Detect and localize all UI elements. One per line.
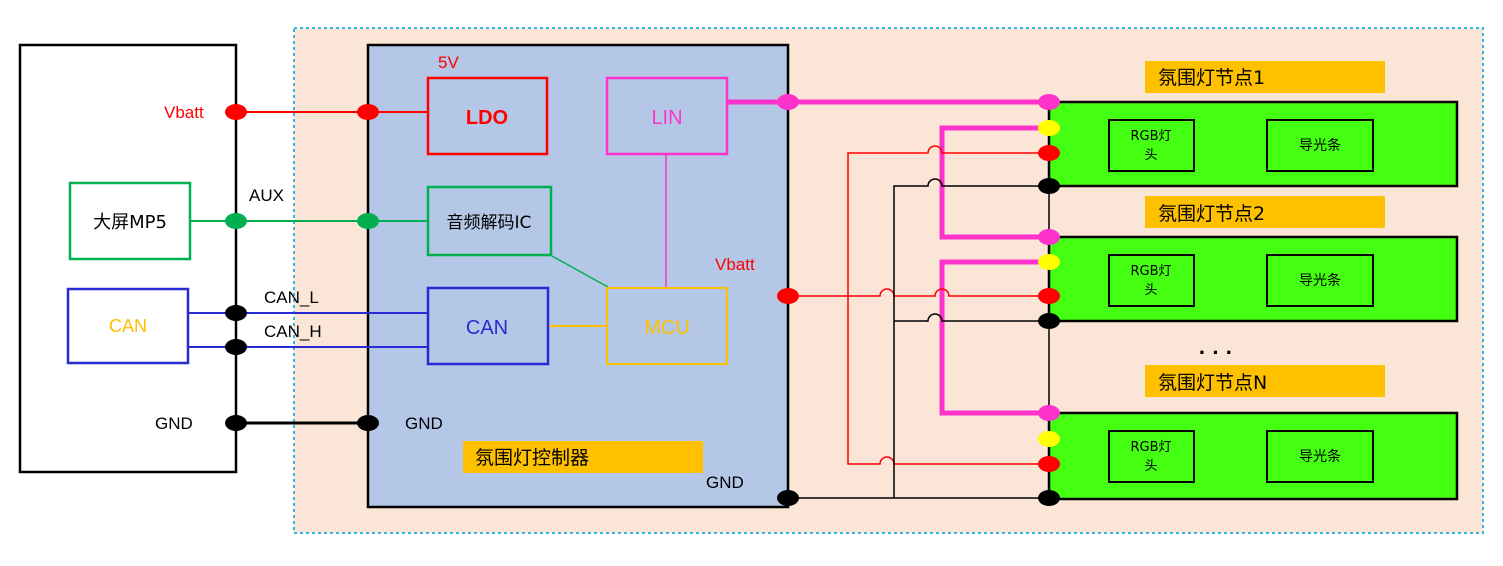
controller-title-bg <box>463 441 703 473</box>
dot-can-h-host <box>225 339 247 355</box>
mcu-label: MCU <box>644 317 690 339</box>
wire-audio-mcu <box>551 255 609 288</box>
node-2-title: 氛围灯节点2 <box>1158 203 1265 225</box>
dot-gnd-host <box>225 415 247 431</box>
mp5-label: 大屏MP5 <box>93 212 167 233</box>
node-1-rgb-label-line1: RGB灯 <box>1130 129 1171 144</box>
node-n-rgb-label-line2: 头 <box>1144 459 1157 474</box>
node-1-guide-box <box>1266 119 1374 172</box>
mcu-box <box>606 287 728 365</box>
node-n-rgb-label-line1: RGB灯 <box>1130 440 1171 455</box>
node-2-rgb-label-line2: 头 <box>1144 283 1157 298</box>
node-n-guide-label: 导光条 <box>1299 448 1341 465</box>
dot-gnd-out <box>777 490 799 506</box>
mp5-box <box>68 181 192 261</box>
nodes-ellipsis: · · · <box>1199 340 1233 365</box>
dot-node-1-lin-in <box>1038 94 1060 110</box>
dot-aux-ctrl <box>357 213 379 229</box>
dot-node-1-gnd <box>1038 178 1060 194</box>
dot-gnd-ctrl <box>357 415 379 431</box>
dot-node-2-lin-in <box>1038 229 1060 245</box>
ldo-label: LDO <box>466 107 508 129</box>
audio-ic-label: 音频解码IC <box>447 213 532 233</box>
node-2-rgb-box <box>1108 254 1195 307</box>
wire-lin-trunk <box>939 125 1049 240</box>
dot-aux-host <box>225 213 247 229</box>
can-host-label: CAN <box>109 316 147 336</box>
gnd-in-label: GND <box>155 414 193 433</box>
dot-node-n-lin-in <box>1038 405 1060 421</box>
dot-node-1-lin-out <box>1038 120 1060 136</box>
node-2-guide-box <box>1266 254 1374 307</box>
dot-node-1-vbatt <box>1038 145 1060 161</box>
dot-can-l-host <box>225 305 247 321</box>
ldo-box <box>426 76 549 156</box>
controller-title: 氛围灯控制器 <box>475 447 589 469</box>
dot-node-n-lin-out <box>1038 431 1060 447</box>
aux-label: AUX <box>249 186 284 205</box>
node-1-rgb-box <box>1108 119 1195 172</box>
wire-lin-trunk-2 <box>939 259 1049 416</box>
dot-lin-out <box>777 94 799 110</box>
can-l-label: CAN_L <box>264 288 319 307</box>
node-1-title: 氛围灯节点1 <box>1158 67 1265 89</box>
lin-box <box>605 76 729 156</box>
dot-vbatt-ctrl <box>357 104 379 120</box>
dot-node-2-vbatt <box>1038 288 1060 304</box>
dot-node-n-gnd <box>1038 490 1060 506</box>
ldo-voltage-label: 5V <box>438 53 459 72</box>
can-ctrl-label: CAN <box>466 317 508 339</box>
can-ctrl-box <box>426 286 550 366</box>
vbatt-out-label: Vbatt <box>715 255 755 274</box>
node-n-guide-box <box>1266 430 1374 483</box>
vbatt-in-label: Vbatt <box>164 103 204 122</box>
node-n-title: 氛围灯节点N <box>1158 372 1267 394</box>
wire-gnd-dist <box>788 178 1050 499</box>
lin-label: LIN <box>651 107 682 129</box>
node-2-guide-label: 导光条 <box>1299 272 1341 289</box>
node-1-rgb-label-line2: 头 <box>1144 148 1157 163</box>
audio-ic-box <box>426 185 553 257</box>
dot-vbatt-out <box>777 288 799 304</box>
node-2-title-bg <box>1145 196 1385 228</box>
node-n-title-bg <box>1145 365 1385 397</box>
gnd-out-label: GND <box>706 473 744 492</box>
ctrl-gnd-label: GND <box>405 414 443 433</box>
can-h-label: CAN_H <box>264 322 322 341</box>
dot-node-2-gnd <box>1038 313 1060 329</box>
node-1-guide-label: 导光条 <box>1299 137 1341 154</box>
dot-vbatt-host <box>225 104 247 120</box>
dot-node-n-vbatt <box>1038 456 1060 472</box>
node-n-rgb-box <box>1108 430 1195 483</box>
node-2-rgb-label-line1: RGB灯 <box>1130 264 1171 279</box>
dot-node-2-lin-out <box>1038 254 1060 270</box>
can-host-box <box>66 287 190 365</box>
node-1-title-bg <box>1145 61 1385 93</box>
